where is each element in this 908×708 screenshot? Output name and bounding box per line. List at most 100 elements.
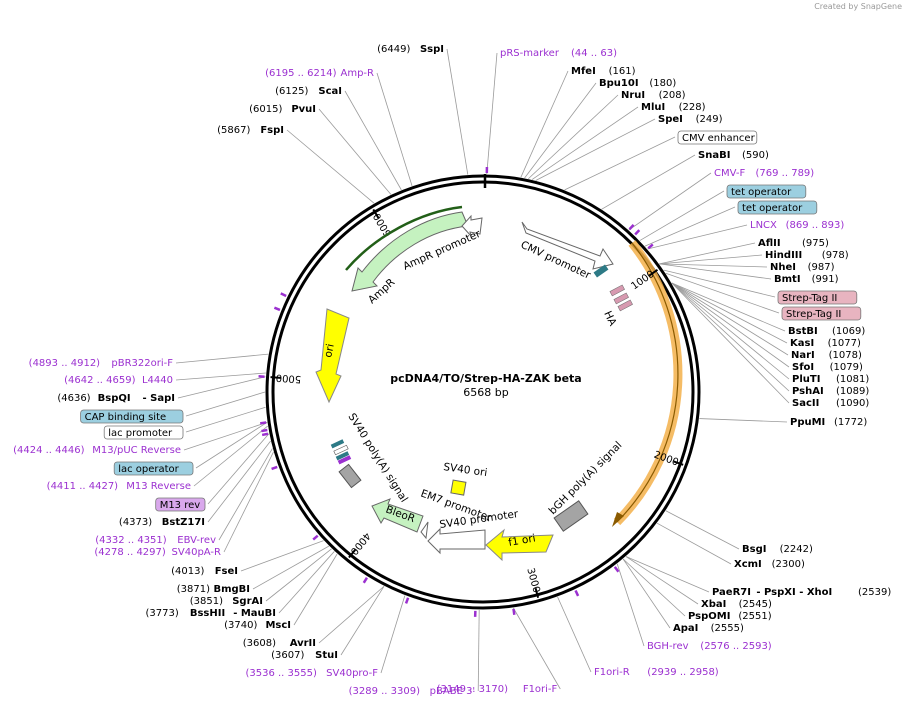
- right-label-10[interactable]: tet operator: [737, 200, 818, 215]
- position-label: (1090): [836, 398, 869, 409]
- left-label-4[interactable]: FspI(5867): [217, 125, 284, 136]
- em7-promoter-feature[interactable]: [420, 521, 429, 540]
- ha-tag-1[interactable]: [609, 284, 625, 297]
- tet-operator-feature[interactable]: [593, 264, 609, 278]
- lac-operator-mark[interactable]: [335, 451, 350, 461]
- right-label-16[interactable]: Strep-Tag II: [777, 290, 858, 305]
- left-label-9[interactable]: lac promoter: [103, 425, 184, 440]
- cap-site-mark[interactable]: [330, 439, 345, 449]
- left-label-6[interactable]: L4440(4642 .. 4659): [64, 375, 173, 386]
- right-label-15[interactable]: BmtI(991): [774, 274, 839, 285]
- sv40-promoter-feature[interactable]: [427, 527, 486, 555]
- sv40-ori-feature[interactable]: [450, 479, 467, 496]
- ori-feature[interactable]: [315, 308, 350, 404]
- enzyme-name: HindIII: [765, 250, 802, 261]
- leader-line: [512, 607, 561, 690]
- enzyme-name: BstZ17I: [162, 517, 205, 528]
- enzyme-name: PshAI: [792, 386, 824, 397]
- left-label-10[interactable]: M13/pUC Reverse(4424 .. 4446): [13, 445, 181, 456]
- right-label-19[interactable]: KasI(1077): [790, 338, 861, 349]
- position-label: (3871): [177, 584, 210, 595]
- ha-tag-3[interactable]: [617, 299, 633, 312]
- right-label-2[interactable]: Bpu10I(180): [599, 78, 676, 89]
- left-label-14[interactable]: BstZ17I(4373): [119, 517, 205, 528]
- position-label: (4013): [171, 566, 204, 577]
- cmv-promoter-feature[interactable]: [521, 221, 614, 270]
- bottom-label-1[interactable]: XbaI(2545): [701, 599, 772, 610]
- ampr-feature[interactable]: [351, 211, 469, 292]
- sv40-polya-feature[interactable]: [338, 463, 362, 489]
- lac-promoter-mark[interactable]: [333, 444, 349, 456]
- right-label-11[interactable]: LNCX(869 .. 893): [750, 220, 844, 231]
- bottom-label-2[interactable]: PspOMI(2551): [688, 611, 772, 622]
- enzyme-name: MluI: [641, 102, 665, 113]
- position-label: (2242): [780, 544, 813, 555]
- feature-box-label: Strep-Tag II: [782, 293, 837, 304]
- ha-tag-2[interactable]: [613, 292, 629, 305]
- left-label-19[interactable]: SgrAI(3851): [190, 596, 263, 607]
- right-label-18[interactable]: BstBI(1069): [788, 326, 865, 337]
- primer-site-mark: [261, 432, 269, 437]
- right-label-24[interactable]: SacII(1090): [792, 398, 869, 409]
- m13-rev-mark[interactable]: [337, 455, 352, 465]
- right-label-27[interactable]: XcmI(2300): [734, 559, 805, 570]
- right-label-5[interactable]: SpeI(249): [658, 114, 723, 125]
- leader-line: [340, 586, 385, 656]
- left-label-15[interactable]: EBV-rev(4332 .. 4351): [95, 535, 216, 546]
- tick-label-6000: 6000: [372, 211, 395, 238]
- left-label-21[interactable]: MscI(3740): [224, 620, 291, 631]
- position-label: (161): [609, 66, 636, 77]
- leader-line: [177, 376, 266, 399]
- left-label-24[interactable]: SV40pro-F(3536 .. 3555): [245, 668, 378, 679]
- bottom-label-4[interactable]: BGH-rev(2576 .. 2593): [647, 641, 772, 652]
- left-label-23[interactable]: StuI(3607): [271, 650, 338, 661]
- f1-ori-feature[interactable]: [485, 528, 554, 562]
- left-label-16[interactable]: SV40pA-R(4278 .. 4297): [94, 547, 221, 558]
- bottom-label-3[interactable]: ApaI(2555): [673, 623, 744, 634]
- right-label-0[interactable]: pRS-marker(44 .. 63): [500, 48, 617, 59]
- right-label-14[interactable]: NheI(987): [770, 262, 835, 273]
- left-label-5[interactable]: pBR322ori-F(4893 .. 4912): [29, 358, 174, 369]
- enzyme-name: PaeR7I: [712, 587, 751, 598]
- right-label-9[interactable]: tet operator: [726, 184, 807, 199]
- ampr-promoter-feature[interactable]: [461, 214, 483, 237]
- right-label-8[interactable]: CMV-F(769 .. 789): [714, 168, 814, 179]
- position-label: (6125): [275, 86, 308, 97]
- bottom-label-6[interactable]: F1ori-F(3149 .. 3170): [437, 684, 558, 695]
- left-label-0[interactable]: SspI(6449): [377, 44, 444, 55]
- right-label-13[interactable]: HindIII(978): [765, 250, 849, 261]
- right-label-4[interactable]: MluI(228): [641, 102, 706, 113]
- right-label-23[interactable]: PshAI(1089): [792, 386, 869, 397]
- leader-line: [699, 418, 788, 423]
- right-label-12[interactable]: AflII(975): [758, 238, 829, 249]
- right-label-26[interactable]: BsgI(2242): [742, 544, 813, 555]
- right-label-21[interactable]: SfoI(1079): [792, 362, 863, 373]
- left-label-12[interactable]: M13 Reverse(4411 .. 4427): [47, 481, 191, 492]
- right-label-25[interactable]: PpuMI(1772): [790, 417, 867, 428]
- left-label-13[interactable]: M13 rev: [155, 497, 206, 512]
- bleor-feature[interactable]: [371, 498, 424, 533]
- left-label-1[interactable]: Amp-R(6195 .. 6214): [265, 68, 374, 79]
- left-label-11[interactable]: lac operator: [113, 461, 194, 476]
- left-label-8[interactable]: CAP binding site: [80, 409, 184, 424]
- right-label-17[interactable]: Strep-Tag II: [781, 306, 862, 321]
- left-label-2[interactable]: ScaI(6125): [275, 86, 342, 97]
- right-label-6[interactable]: CMV enhancer: [677, 130, 758, 145]
- right-label-7[interactable]: SnaBI(590): [698, 150, 769, 161]
- bottom-label-0[interactable]: PaeR7I- PspXI - XhoI(2539): [712, 587, 891, 598]
- position-label: (180): [649, 78, 676, 89]
- left-label-22[interactable]: AvrII(3608): [243, 638, 316, 649]
- bottom-label-5[interactable]: F1ori-R(2939 .. 2958): [594, 667, 719, 678]
- left-label-17[interactable]: FseI(4013): [171, 566, 238, 577]
- left-label-18[interactable]: BmgBI(3871): [177, 584, 250, 595]
- right-label-1[interactable]: MfeI(161): [571, 66, 636, 77]
- bgh-polya-feature[interactable]: [553, 500, 589, 532]
- right-label-20[interactable]: NarI(1078): [791, 350, 862, 361]
- position-label: (3851): [190, 596, 223, 607]
- right-label-3[interactable]: NruI(208): [621, 90, 686, 101]
- bottom-label-7[interactable]: pBABE 3'(3289 .. 3309): [349, 686, 476, 697]
- right-label-22[interactable]: PluTI(1081): [792, 374, 869, 385]
- left-label-3[interactable]: PvuI(6015): [249, 104, 316, 115]
